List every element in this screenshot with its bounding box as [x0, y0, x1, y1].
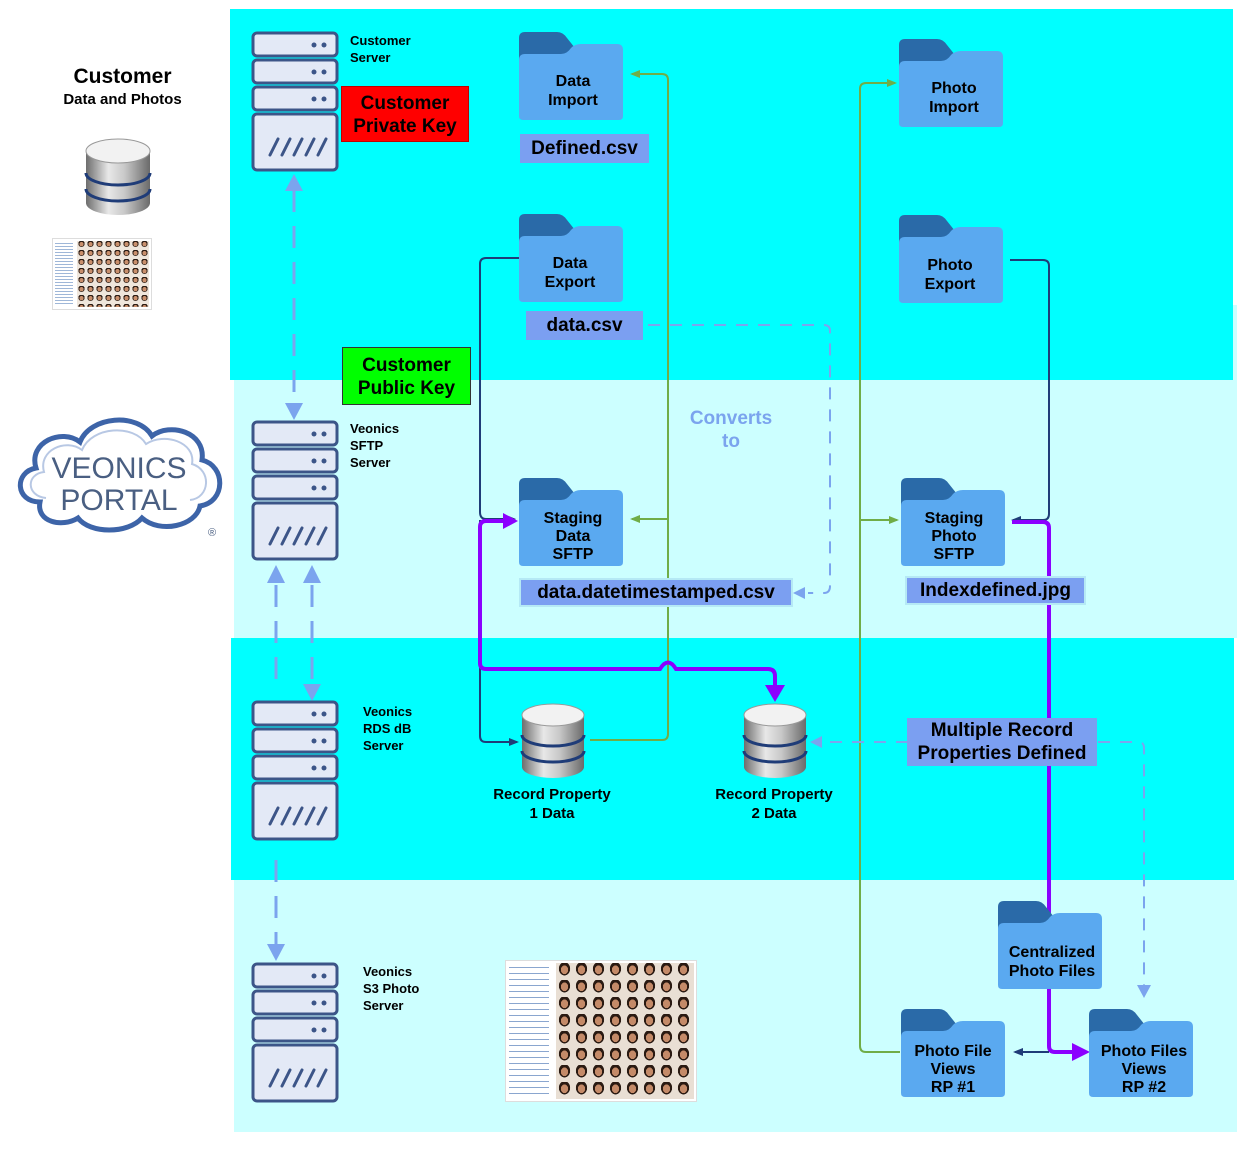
sftp-server-icon	[251, 420, 339, 561]
logo-line1: VEONICS	[51, 452, 186, 485]
arrowhead-rp2views	[1137, 985, 1151, 998]
connector-rp1views-to-photo-import	[859, 79, 900, 1053]
file-datetimestamped-csv: data.datetimestamped.csv	[519, 578, 793, 607]
centralized-photo-label: Centralized Photo Files	[1008, 944, 1096, 980]
staging-data-label: Staging Data SFTP	[543, 510, 603, 563]
record-property-1-label: Record Property 1 Data	[493, 786, 611, 822]
arrowhead-purple-rp2	[765, 685, 785, 702]
sftp-server-label: Veonics SFTP Server	[350, 421, 400, 470]
photo-directory-screenshot	[505, 960, 697, 1102]
connector-to-record-property-1	[479, 520, 519, 746]
arrowhead-multiple-rp2	[810, 736, 822, 748]
arrowhead-down-s3	[267, 944, 285, 961]
file-data-csv: data.csv	[526, 311, 643, 340]
customer-private-key: Customer Private Key	[341, 86, 469, 142]
customer-database-icon	[84, 138, 152, 215]
file-defined-csv: Defined.csv	[520, 134, 649, 163]
photo-directory-thumbnail-small	[52, 238, 152, 310]
connector-photo-export-to-staging	[1010, 259, 1050, 524]
data-import-label: Data Import	[548, 73, 598, 109]
photo-directory-file-tree	[509, 964, 549, 1098]
arrowhead-datestamped	[793, 587, 805, 599]
arrowhead-down-rds	[303, 684, 321, 701]
file-indexdefined-jpg: Indexdefined.jpg	[905, 576, 1086, 605]
connector-rp1-to-import	[590, 70, 669, 741]
photo-export-label: Photo Export	[924, 257, 976, 293]
record-property-1-db-icon	[520, 703, 586, 778]
arrowhead-up-sftp-left	[267, 565, 285, 583]
connector-purple-photo	[1012, 520, 1075, 1054]
photo-import-folder-icon	[899, 39, 1003, 127]
photo-directory-grid	[556, 963, 694, 1099]
veonics-portal-logo: VEONICS PORTAL ®	[17, 417, 223, 539]
band-customer-zone	[230, 9, 1233, 380]
s3-server-icon	[251, 962, 339, 1103]
photo-views-rp2-folder-icon	[1089, 1009, 1193, 1097]
s3-server-label: Veonics S3 Photo Server	[363, 964, 420, 1013]
arrowhead-purple-rp2views	[1072, 1043, 1090, 1061]
record-property-2-db-icon	[742, 703, 808, 778]
customer-title: Customer	[73, 65, 172, 88]
rds-server-icon	[251, 700, 339, 841]
data-export-folder-icon	[519, 214, 623, 302]
customer-subtitle: Data and Photos	[63, 91, 182, 108]
centralized-photo-folder-icon	[998, 901, 1102, 989]
multiple-record-properties-label: Multiple Record Properties Defined	[907, 718, 1097, 766]
staging-data-folder-icon	[519, 478, 623, 566]
connector-export-to-staging	[479, 257, 520, 523]
logo-registered-mark: ®	[208, 527, 216, 539]
record-property-2-label: Record Property 2 Data	[715, 786, 833, 822]
customer-public-key: Customer Public Key	[342, 347, 471, 405]
photo-export-folder-icon	[899, 215, 1003, 303]
arrowhead-purple-staging	[503, 513, 518, 529]
logo-line2: PORTAL	[60, 484, 177, 517]
rds-server-label: Veonics RDS dB Server	[363, 704, 413, 753]
customer-server-label: Customer Server	[350, 33, 411, 65]
band-right-strip	[1233, 305, 1237, 380]
connector-multiple-to-rp2views	[1098, 741, 1145, 990]
arrowhead-up-customer	[285, 174, 303, 191]
photo-import-label: Photo Import	[929, 80, 979, 116]
connector-purple-to-rp2	[478, 519, 777, 690]
connector-data-to-datestamped	[648, 324, 831, 594]
customer-server-icon	[251, 31, 339, 172]
data-export-label: Data Export	[544, 255, 596, 291]
photo-views-rp2-label: Photo Files Views RP #2	[1100, 1043, 1188, 1096]
arrowhead-down-sftp	[285, 403, 303, 420]
arrowhead-up-sftp-right	[303, 565, 321, 583]
staging-photo-folder-icon	[901, 478, 1005, 566]
photo-views-rp1-folder-icon	[901, 1009, 1005, 1097]
photo-views-rp1-label: Photo File Views RP #1	[914, 1043, 992, 1096]
staging-photo-label: Staging Photo SFTP	[924, 510, 984, 563]
converts-to-annotation: Converts to	[689, 408, 773, 452]
data-import-folder-icon	[519, 32, 623, 120]
